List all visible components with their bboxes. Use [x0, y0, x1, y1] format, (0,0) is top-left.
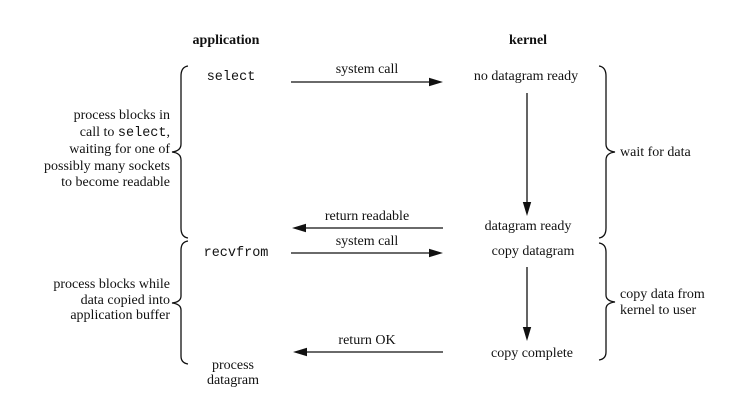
recvfrom-blocking-annotation: process blocks while data copied into ap… [53, 277, 170, 324]
left-brace-recvfrom [171, 240, 189, 365]
select-annotation-line4: possibly many sockets [44, 158, 170, 174]
copy-data-annotation: copy data from kernel to user [620, 287, 705, 319]
recvfrom-annotation-line1: process blocks while [53, 277, 170, 292]
recvfrom-call-label: recvfrom [203, 246, 269, 261]
system-call-label-1: system call [335, 62, 399, 77]
select-inline-code: select [117, 125, 167, 141]
system-call-arrow-1 [291, 77, 443, 87]
copy-complete-label: copy complete [490, 346, 574, 361]
recvfrom-annotation-line3: application buffer [70, 308, 170, 323]
right-brace-wait [598, 65, 616, 239]
kernel-wait-arrow [522, 93, 532, 216]
select-annotation-line1: process blocks in [73, 108, 170, 123]
kernel-column-header: kernel [508, 33, 548, 48]
select-annotation-line5: to become readable [61, 175, 170, 190]
return-readable-label: return readable [324, 209, 410, 224]
left-brace-select [171, 65, 189, 239]
copy-datagram-label: copy datagram [491, 244, 575, 259]
system-call-arrow-2 [291, 248, 443, 258]
process-datagram-line1: process [212, 358, 254, 373]
select-annotation-line3: waiting for one of [69, 142, 170, 157]
application-column-header: application [192, 33, 260, 48]
process-datagram-label: process datagram [207, 358, 259, 388]
right-brace-copy [598, 242, 616, 361]
select-call-label: select [206, 70, 256, 85]
wait-for-data-annotation: wait for data [620, 145, 691, 160]
return-readable-arrow [292, 223, 443, 233]
recvfrom-annotation-line2: data copied into [80, 292, 170, 308]
copy-data-line1: copy data from [620, 287, 705, 302]
select-blocking-annotation: process blocks in call to select, waitin… [44, 108, 170, 192]
datagram-ready-label: datagram ready [484, 219, 572, 234]
kernel-copy-arrow [522, 267, 532, 341]
process-datagram-line2: datagram [206, 373, 260, 388]
select-annotation-line2: call to select, [79, 124, 170, 141]
return-ok-arrow [293, 347, 443, 357]
return-ok-label: return OK [338, 333, 396, 348]
copy-data-line2: kernel to user [620, 303, 697, 318]
system-call-label-2: system call [335, 234, 399, 249]
no-datagram-ready-label: no datagram ready [473, 69, 579, 84]
